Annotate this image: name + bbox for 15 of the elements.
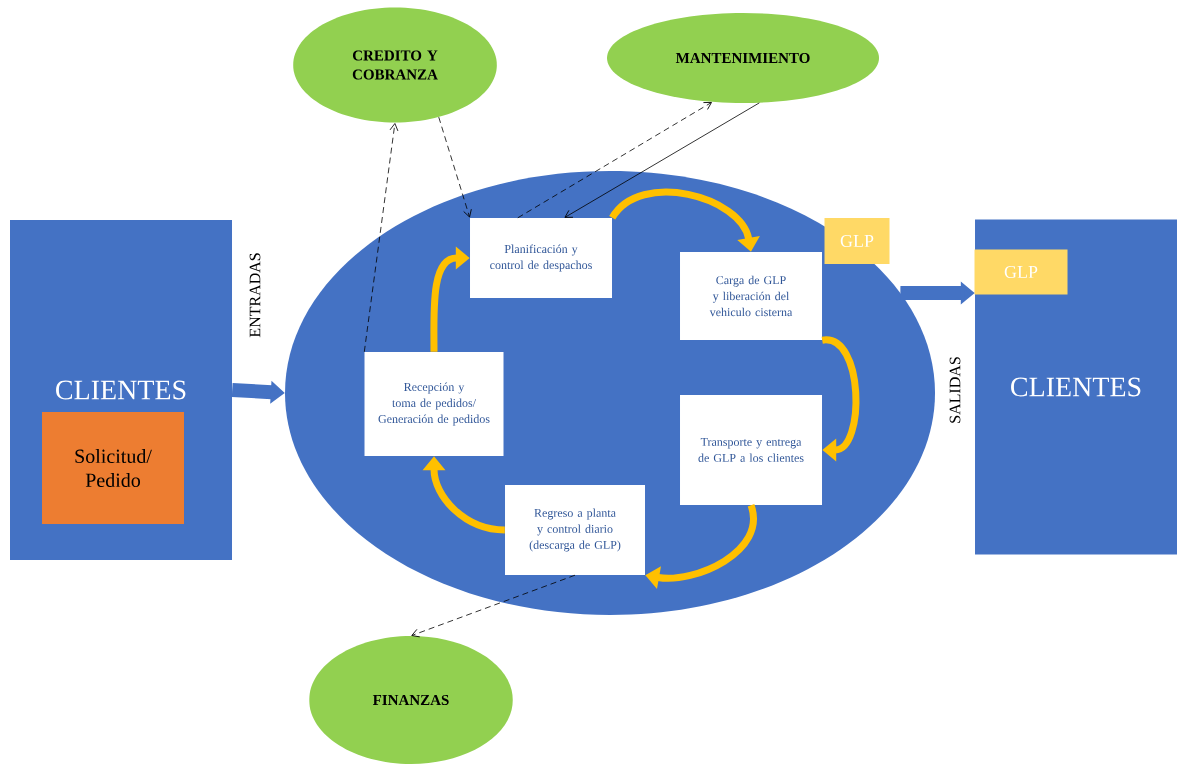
arrow xyxy=(517,102,712,219)
product-tag: GLP xyxy=(974,249,1068,295)
arrow xyxy=(411,574,576,638)
process-note: Recepción y toma de pedidos/ Generación de pedidos xyxy=(364,352,504,456)
process-note: Planificación y control de despachos xyxy=(470,218,612,298)
arrow xyxy=(438,116,472,218)
process-note: Carga de GLP y liberación del vehiculo cisterna xyxy=(680,252,822,340)
arrow xyxy=(564,102,760,218)
edge-label: SALIDAS xyxy=(948,355,962,425)
product-tag: GLP xyxy=(824,218,890,264)
process-note: Regreso a planta y control diario (descarga de GLP) xyxy=(505,485,645,575)
process-note: Transporte y entrega de GLP a los clientes xyxy=(680,395,822,505)
request-box: Solicitud/ Pedido xyxy=(42,412,184,524)
arrow xyxy=(363,123,399,353)
edge-label: ENTRADAS xyxy=(248,251,262,339)
